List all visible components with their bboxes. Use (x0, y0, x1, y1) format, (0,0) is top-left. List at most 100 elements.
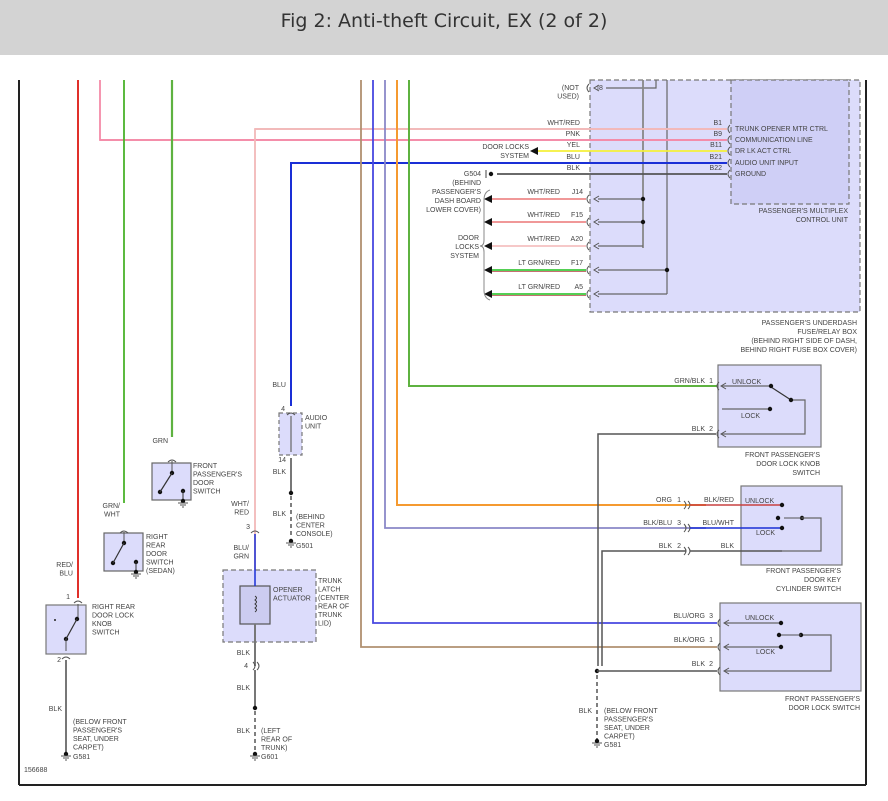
wire-label: BLK/RED (704, 497, 734, 504)
wire-label: BLK/BLU (643, 520, 672, 527)
wire-blu (290, 162, 586, 406)
lock-label: LOCK (741, 413, 760, 420)
wire-label: RED (234, 510, 249, 517)
g504-location: PASSENGER'S (432, 189, 481, 196)
trunk-latch-title: TRUNK (318, 578, 342, 585)
door-locks-label: DOOR (458, 235, 479, 242)
wire-label: WHT/ (231, 501, 249, 508)
pin-label: B1 (713, 120, 722, 127)
door-switch-title: PASSENGER'S (193, 472, 242, 479)
connector-icon (250, 530, 260, 534)
junction-dot (594, 738, 600, 744)
connector-icon (61, 656, 71, 660)
arrow-icon (484, 242, 492, 250)
figure-header: Fig 2: Anti-theft Circuit, EX (2 of 2) (0, 0, 888, 55)
internal-wire (782, 517, 822, 552)
wire-label: GRN/BLK (674, 378, 705, 385)
wire-label: WHT (104, 512, 121, 519)
multiplex-title: PASSENGER'S MULTIPLEX (759, 208, 849, 215)
junction-dot (180, 498, 186, 504)
junction-dot (664, 267, 670, 273)
junction-dot (779, 502, 785, 508)
junction-dot (640, 219, 646, 225)
pin-i8: I8 (597, 85, 603, 92)
pin-arrow-icon (720, 430, 727, 438)
wire-label: ORG (656, 497, 672, 504)
wire-label: BLK (237, 728, 251, 735)
pin-label: 1 (677, 497, 681, 504)
pin-arrow-icon (723, 643, 730, 651)
g581-label: G581 (604, 742, 621, 749)
door-locks-system-label: SYSTEM (500, 153, 529, 160)
connector-icon (167, 459, 177, 463)
not-used-label: (NOT (562, 85, 580, 92)
knob-switch-title: SWITCH (792, 470, 820, 477)
wire-label: BLU (566, 154, 580, 161)
lock-switch-title: DOOR LOCK SWITCH (788, 705, 860, 712)
g601-location: REAR OF (261, 737, 292, 744)
pin-label: 3 (677, 520, 681, 527)
junction-dot (768, 383, 774, 389)
connector-f15 (586, 217, 590, 227)
wire-label: LT GRN/RED (518, 284, 560, 291)
g504-location: DASH BOARD (435, 198, 481, 205)
wire-label: WHT/RED (527, 236, 560, 243)
figure-title: Fig 2: Anti-theft Circuit, EX (2 of 2) (280, 10, 608, 32)
connector-a20 (586, 241, 590, 251)
rear-knob-switch-title: DOOR LOCK (92, 613, 134, 620)
connector-icon (119, 530, 129, 534)
rear-door-switch-title: DOOR (146, 551, 167, 558)
g504-location: LOWER COVER) (426, 207, 481, 214)
wire-wht-red (254, 128, 727, 598)
fuse-box-title: (BEHIND RIGHT SIDE OF DASH, (751, 338, 857, 345)
rear-door-switch-title: SWITCH (146, 560, 174, 567)
pin-label: B21 (710, 154, 723, 161)
switch-blade (112, 542, 125, 564)
pin-arrow-icon (723, 619, 730, 627)
wire-label: YEL (567, 142, 580, 149)
fuse-box-title: BEHIND RIGHT FUSE BOX COVER) (740, 347, 857, 354)
wire-blk (597, 433, 716, 666)
pin-function-label: TRUNK OPENER MTR CTRL (735, 126, 828, 133)
wire-label: BLK (567, 165, 581, 172)
rear-knob-switch-title: SWITCH (92, 630, 120, 637)
trunk-latch-title: (CENTER (318, 595, 349, 602)
wire-label: LT GRN/RED (518, 260, 560, 267)
door-locks-label: SYSTEM (450, 253, 479, 260)
wire-label: BLU (272, 382, 286, 389)
wire-label: BLK (49, 706, 63, 713)
pin-arrow-icon (593, 242, 600, 250)
brace (479, 189, 491, 301)
door-locks-label: LOCKS (455, 244, 479, 251)
audio-unit-title: AUDIO (305, 415, 328, 422)
opener-actuator-box (239, 585, 271, 625)
g501-location: CENTER (296, 523, 325, 530)
wire-blk-blu (384, 80, 706, 529)
wire-label: PNK (566, 131, 581, 138)
rear-door-switch-title: (SEDAN) (146, 568, 175, 575)
pin-arrow-icon (593, 84, 600, 92)
connector-b9 (727, 135, 731, 145)
unlock-label: UNLOCK (745, 615, 775, 622)
rear-door-switch-title: REAR (146, 543, 165, 550)
pin-label: 3 (246, 524, 250, 531)
wire-pnk (99, 80, 727, 141)
wire-blk (601, 550, 686, 666)
pin-label: 14 (278, 457, 286, 464)
wire-label: WHT/RED (527, 189, 560, 196)
arrow-icon (484, 266, 492, 274)
junction-dot (776, 632, 782, 638)
pin-label: F17 (571, 260, 583, 267)
g581-location: (BELOW FRONT (604, 708, 658, 715)
g581-left-location: PASSENGER'S (73, 728, 122, 735)
g601-label: G601 (261, 754, 278, 761)
connector-a5 (586, 289, 590, 299)
connector-f17 (586, 265, 590, 275)
wire-label: BLK (579, 708, 593, 715)
not-used-label: USED) (557, 94, 579, 101)
pin-label: 4 (244, 663, 248, 670)
pin-label: 1 (709, 378, 713, 385)
multiplex-title: CONTROL UNIT (796, 217, 849, 224)
junction-dot (779, 525, 785, 531)
